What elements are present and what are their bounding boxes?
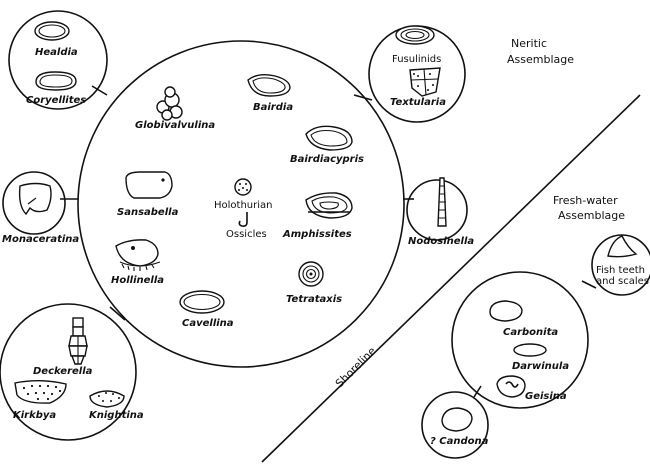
candona-label: ? Candona	[430, 436, 489, 447]
candona-icon	[441, 407, 473, 432]
coryellites-label: Coryellites	[26, 95, 86, 106]
healdia-circle	[8, 10, 108, 110]
carbonita-icon	[489, 300, 523, 322]
coryellites-icon	[35, 71, 77, 91]
central-assemblage-circle	[77, 40, 405, 368]
hollinella-label: Hollinella	[111, 275, 164, 286]
cavellina-icon	[179, 290, 225, 314]
holothurian-label: Holothurian	[214, 200, 273, 211]
globivalvulina-label: Globivalvulina	[135, 120, 215, 131]
nodosinella-circle	[406, 179, 468, 241]
fresh-circle	[451, 271, 589, 409]
fish-scales-label: and scales	[596, 276, 649, 287]
fish-tooth-icon	[607, 235, 638, 258]
nodosinella-icon	[437, 177, 447, 227]
fish-circle	[591, 234, 650, 296]
amphissites-icon	[305, 192, 353, 219]
sansabella-icon	[125, 171, 173, 199]
holothurian-icon	[234, 178, 252, 227]
geisina-icon	[496, 375, 526, 398]
bairdia-icon	[247, 73, 291, 97]
shoreline-label: Shoreline	[333, 344, 379, 390]
bairdiacypris-icon	[305, 125, 353, 151]
textularia-label: Textularia	[390, 97, 446, 108]
textularia-icon	[409, 67, 441, 97]
darwinula-label: Darwinula	[512, 361, 569, 372]
ossicles-label: Ossicles	[226, 229, 267, 240]
knightina-icon	[89, 390, 125, 408]
bairdiacypris-label: Bairdiacypris	[290, 154, 364, 165]
candona-circle	[421, 391, 489, 459]
monaceratina-label: Monaceratina	[2, 234, 79, 245]
bairdia-label: Bairdia	[253, 102, 293, 113]
healdia-icon	[34, 21, 70, 41]
shoreline-line	[261, 94, 641, 463]
cavellina-label: Cavellina	[182, 318, 234, 329]
neritic-heading: Neritic	[511, 37, 547, 50]
knightina-label: Knightina	[89, 410, 144, 421]
geisina-label: Geisina	[525, 391, 567, 402]
fish-teeth-label: Fish teeth	[596, 265, 645, 276]
freshwater-heading: Fresh-water	[553, 194, 618, 207]
globivalvulina-icon	[156, 86, 183, 121]
healdia-label: Healdia	[35, 47, 78, 58]
sansabella-label: Sansabella	[117, 207, 179, 218]
fusulinids-label: Fusulinids	[392, 54, 441, 65]
freshwater-heading-2: Assemblage	[558, 209, 625, 222]
monaceratina-icon	[18, 182, 52, 216]
hollinella-icon	[115, 239, 161, 271]
monaceratina-circle	[2, 171, 66, 235]
kirkbya-label: Kirkbya	[13, 410, 56, 421]
kirkbya-icon	[14, 380, 67, 404]
tetrataxis-icon	[298, 261, 324, 287]
carbonita-label: Carbonita	[503, 327, 558, 338]
deckerella-icon	[68, 317, 88, 365]
deckerella-circle	[0, 303, 137, 441]
neritic-heading-2: Assemblage	[507, 53, 574, 66]
darwinula-icon	[513, 343, 547, 357]
tetrataxis-label: Tetrataxis	[286, 294, 342, 305]
nodosinella-label: Nodosinella	[408, 236, 474, 247]
amphissites-label: Amphissites	[282, 229, 352, 240]
deckerella-label: Deckerella	[33, 366, 93, 377]
fusulinid-icon	[395, 25, 435, 45]
